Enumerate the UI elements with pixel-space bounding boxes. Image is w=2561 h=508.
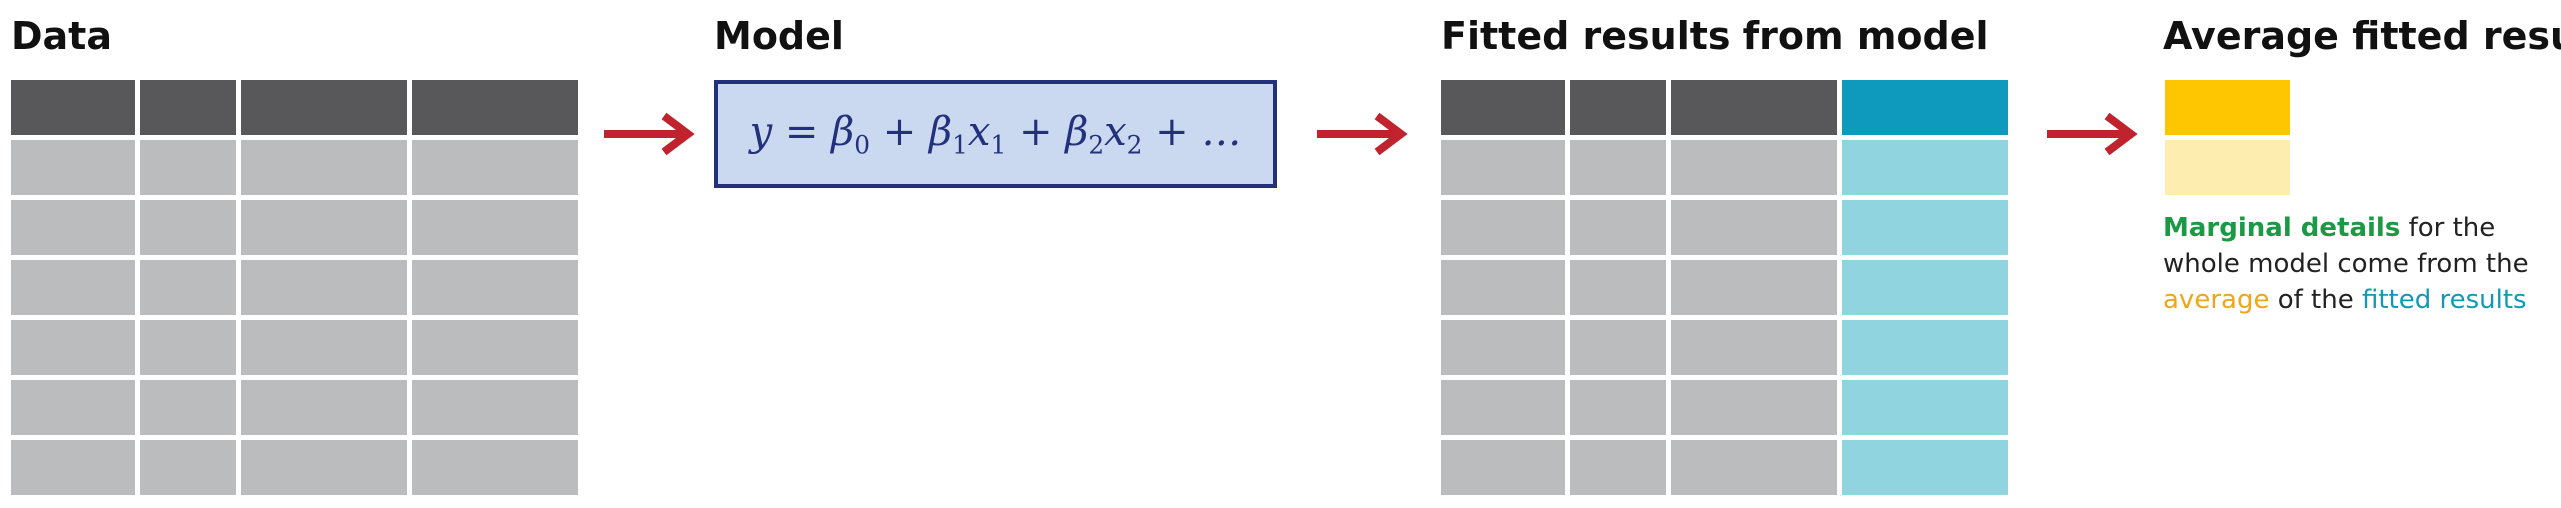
table-cell (11, 320, 135, 375)
table-cell (1441, 320, 1565, 375)
table-cell (140, 140, 236, 195)
table-cell (1842, 320, 2008, 375)
table-cell (412, 260, 578, 315)
table-header-cell (1570, 80, 1666, 135)
table-cell (1842, 200, 2008, 255)
table-cell (1441, 380, 1565, 435)
average-header-cell (2165, 80, 2290, 135)
table-cell (11, 380, 135, 435)
average-value-cell (2165, 140, 2290, 195)
table-cell (241, 140, 407, 195)
table-header-cell (140, 80, 236, 135)
note-text: of the (2269, 285, 2362, 315)
table-header-cell (1441, 80, 1565, 135)
table-cell (1570, 140, 1666, 195)
table-cell (241, 200, 407, 255)
table-cell (1570, 380, 1666, 435)
table-cell (1671, 200, 1837, 255)
table-cell (1671, 440, 1837, 495)
fitted-results-table (1441, 80, 2008, 495)
table-cell (140, 380, 236, 435)
table-cell (1441, 200, 1565, 255)
table-cell (140, 320, 236, 375)
table-cell (140, 200, 236, 255)
table-header-cell (1842, 80, 2008, 135)
table-cell (412, 140, 578, 195)
table-header-cell (241, 80, 407, 135)
table-cell (412, 440, 578, 495)
table-cell (1441, 140, 1565, 195)
table-header-cell (412, 80, 578, 135)
arrow-right-icon (2047, 112, 2138, 156)
table-cell (412, 380, 578, 435)
table-cell (1441, 440, 1565, 495)
table-header-cell (1671, 80, 1837, 135)
table-cell (241, 380, 407, 435)
table-cell (11, 260, 135, 315)
average-title: Average fitted results (2163, 14, 2561, 58)
table-cell (1570, 440, 1666, 495)
table-header-cell (11, 80, 135, 135)
table-cell (1671, 140, 1837, 195)
arrow-right-icon (1317, 112, 1408, 156)
table-cell (11, 440, 135, 495)
table-cell (1441, 260, 1565, 315)
table-cell (1842, 260, 2008, 315)
table-cell (241, 260, 407, 315)
equation-text: y = β0 + β1x1 + β2x2 + … (749, 108, 1242, 160)
table-cell (1671, 320, 1837, 375)
note-marginal-details: Marginal details (2163, 213, 2401, 243)
table-cell (412, 200, 578, 255)
table-cell (11, 140, 135, 195)
data-table (11, 80, 578, 495)
marginal-note: Marginal details for the whole model com… (2163, 210, 2561, 318)
note-fitted-results: fitted results (2361, 285, 2527, 315)
table-cell (1842, 380, 2008, 435)
model-title: Model (714, 14, 844, 58)
table-cell (1570, 200, 1666, 255)
table-cell (1570, 320, 1666, 375)
table-cell (1671, 380, 1837, 435)
table-cell (11, 200, 135, 255)
table-cell (1842, 440, 2008, 495)
fitted-title: Fitted results from model (1441, 14, 1989, 58)
data-title: Data (11, 14, 112, 58)
table-cell (1842, 140, 2008, 195)
table-cell (140, 440, 236, 495)
model-equation: y = β0 + β1x1 + β2x2 + … (714, 80, 1277, 188)
table-cell (241, 320, 407, 375)
table-cell (140, 260, 236, 315)
table-cell (412, 320, 578, 375)
table-cell (1671, 260, 1837, 315)
table-cell (241, 440, 407, 495)
note-text: for the whole model come from the (2163, 213, 2529, 279)
table-cell (1570, 260, 1666, 315)
arrow-right-icon (604, 112, 695, 156)
note-average: average (2163, 285, 2270, 315)
